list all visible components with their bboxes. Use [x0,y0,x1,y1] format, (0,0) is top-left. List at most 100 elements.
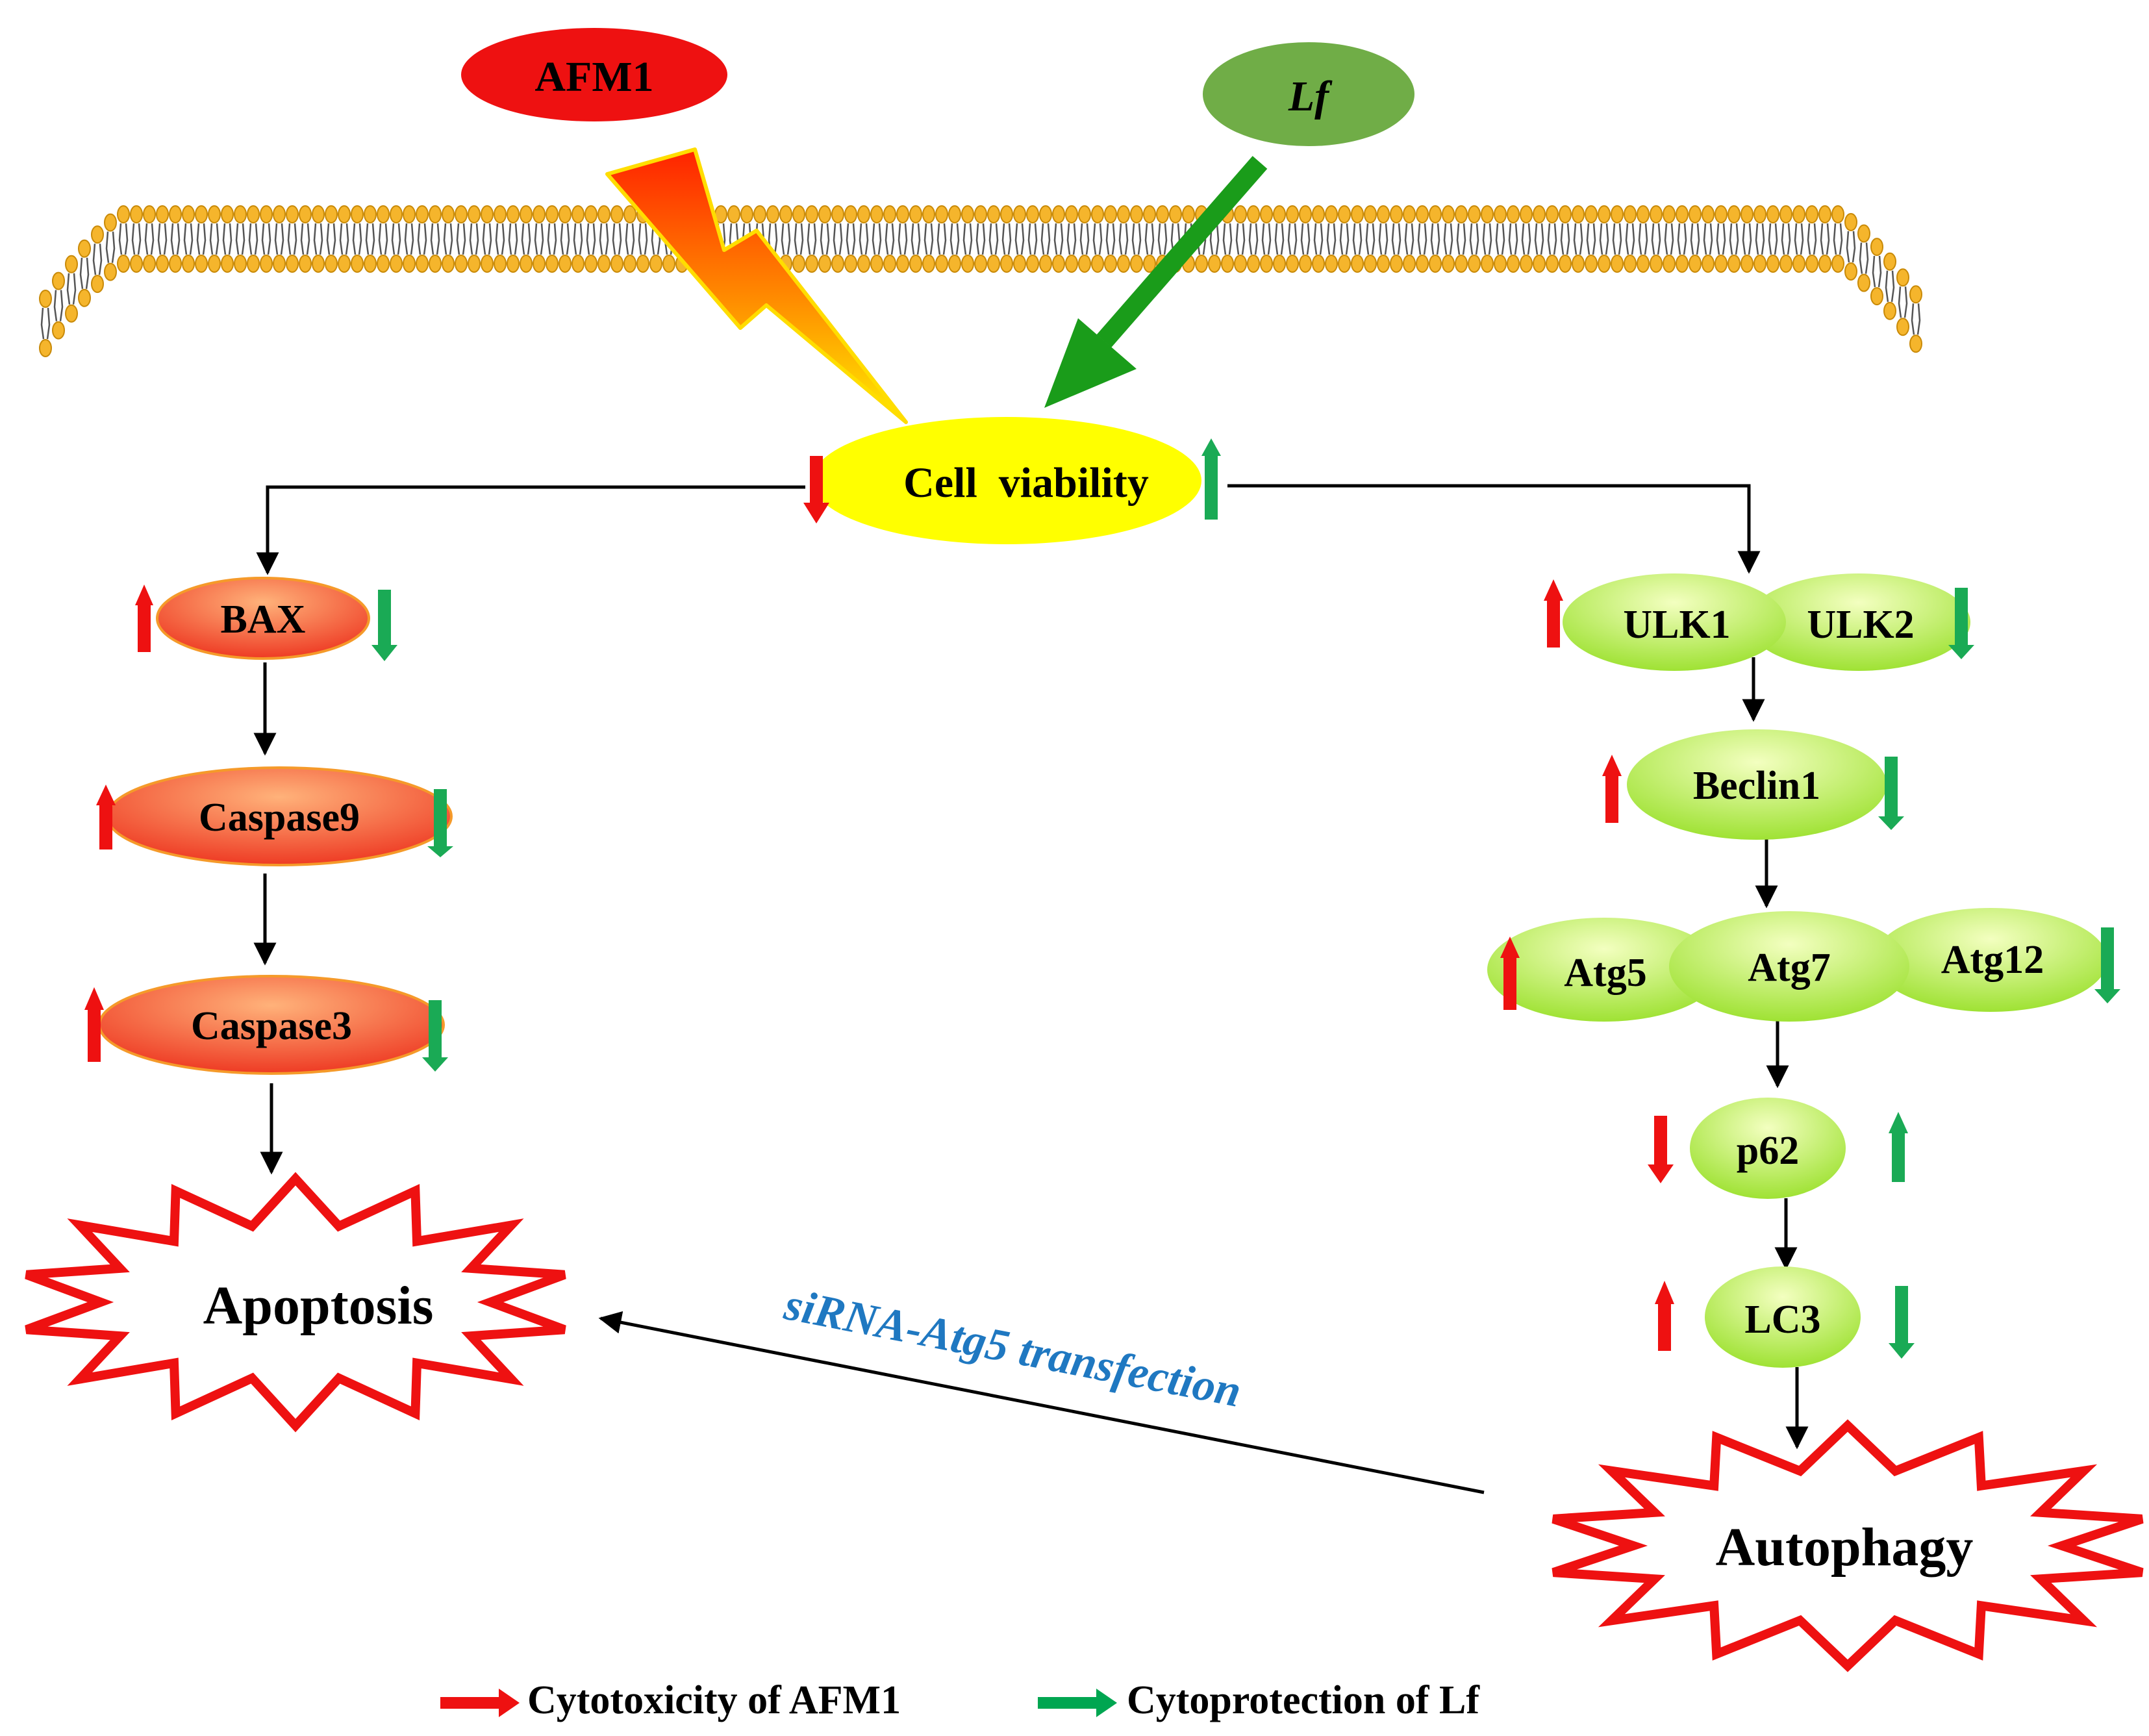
autophagy-outcome: Autophagy [1552,1419,2144,1672]
lipid-head [1390,255,1403,273]
caspase9-label: Caspase9 [199,796,360,840]
lipid-tail [1898,286,1908,318]
lipid-tail [1105,223,1116,255]
lipid-head [805,255,818,273]
lipid-tail [1807,223,1817,255]
apoptosis-burst-icon [25,1172,566,1433]
lipid-tail [807,223,817,255]
apoptosis-label: Apoptosis [203,1276,434,1336]
sirna-link-arrow [598,1311,1485,1494]
lipid-head [1104,255,1117,273]
lipid-tail [1248,223,1259,255]
lipid-head [494,205,507,223]
up-arrow-icon [1201,438,1221,520]
lipid-tail [936,223,947,255]
legend-toxicity-label: Cytotoxicity of AFM1 [527,1678,901,1722]
lipid-tail [1417,223,1427,255]
cell-membrane [39,205,1922,357]
lipid-tail [1560,223,1570,255]
lipid-head [857,255,870,273]
lf-arrow [1044,156,1268,408]
lipid-tail [92,244,103,275]
down-arrow-icon [427,789,453,857]
lipid-tail [1885,270,1895,302]
lipid-head [922,205,935,223]
up-arrow-icon [135,585,153,652]
lipid-head [247,255,260,273]
legend-protection-label: Cytoprotection of Lf [1127,1678,1480,1722]
lipid-head [117,255,130,273]
lipid-head [520,205,533,223]
lipid-tail [1755,223,1765,255]
lipid-head [403,205,416,223]
lipid-head [273,205,286,223]
lipid-head [740,205,753,223]
lipid-head [442,205,455,223]
lipid-head [1416,205,1429,223]
lipid-head [1481,255,1494,273]
lipid-head [78,239,91,258]
lipid-head [1429,205,1442,223]
lipid-head [1091,255,1104,273]
lipid-head [974,205,987,223]
lipid-tail [1326,223,1337,255]
lipid-head [1844,262,1857,281]
lipid-tail [1911,303,1921,335]
lipid-head [1455,255,1468,273]
lipid-tail [1079,223,1090,255]
lipid-head [1130,205,1143,223]
lipid-head [507,205,520,223]
lipid-head [156,255,169,273]
lipid-tail [1664,223,1674,255]
caspase9-node: Caspase9 [106,766,453,866]
lipid-head [403,255,416,273]
lipid-tail [79,257,90,289]
lipid-head [52,271,65,290]
lipid-head [1390,205,1403,223]
lipid-head [520,255,533,273]
lipid-head [325,255,338,273]
lipid-head [1169,205,1182,223]
atg12-label: Atg12 [1941,938,2044,982]
lipid-tail [521,223,531,255]
legend-green-arrow-icon [1038,1689,1117,1717]
lipid-head [507,255,520,273]
lipid-head [948,205,961,223]
lipid-tail [469,223,479,255]
lipid-tail [1378,223,1389,255]
lipid-head [429,255,442,273]
lipid-head [1585,255,1598,273]
lipid-head [39,290,52,308]
lipid-head [1753,255,1766,273]
lipid-tail [1742,223,1752,255]
ulk-complex: ULK1 ULK2 [1563,573,1970,671]
lipid-head [364,255,377,273]
lipid-tail [599,223,609,255]
afm1-node: AFM1 [461,28,727,121]
lipid-tail [1508,223,1518,255]
lipid-head [1052,255,1065,273]
lipid-head [766,205,779,223]
lipid-tail [1430,223,1440,255]
lipid-head [597,205,610,223]
lipid-head [1338,205,1351,223]
lipid-head [1624,255,1637,273]
lipid-head [221,205,234,223]
regulation-arrows [84,438,2120,1359]
lipid-head [65,255,78,273]
lipid-head [455,205,468,223]
lipid-head [260,255,273,273]
lipid-tail [326,223,336,255]
lipid-head [130,255,143,273]
lipid-tail [1274,223,1285,255]
lipid-head [1247,255,1260,273]
lipid-tail [443,223,453,255]
lipid-head [572,255,584,273]
lipid-tail [1794,223,1804,255]
lipid-tail [1157,223,1168,255]
lipid-head [805,205,818,223]
lipid-head [1117,255,1130,273]
lipid-head [1520,255,1533,273]
lipid-head [1039,205,1052,223]
lipid-head [260,205,273,223]
